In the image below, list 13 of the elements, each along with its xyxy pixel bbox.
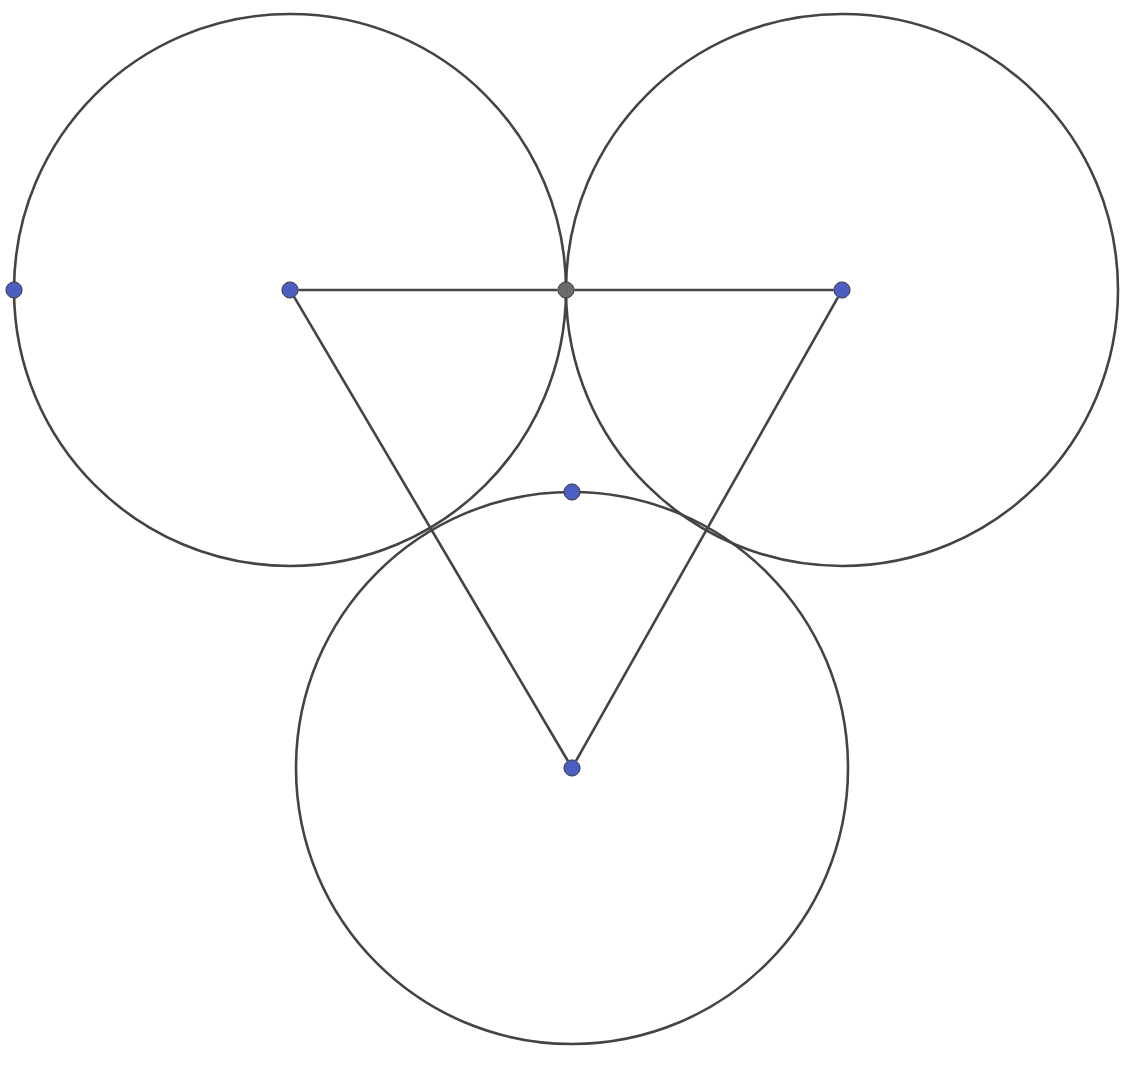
point-dot <box>281 281 299 299</box>
point-dot <box>833 281 851 299</box>
point-dot <box>563 759 581 777</box>
point-dot <box>563 483 581 501</box>
geometry-circle <box>564 12 1120 568</box>
line-segment <box>298 288 558 292</box>
point-dot <box>557 281 575 299</box>
line-segment <box>575 296 839 762</box>
geometry-circle <box>12 12 568 568</box>
geometry-circle <box>294 490 850 1046</box>
line-segment <box>574 288 834 292</box>
point-dot <box>5 281 23 299</box>
line-segment <box>293 296 569 762</box>
